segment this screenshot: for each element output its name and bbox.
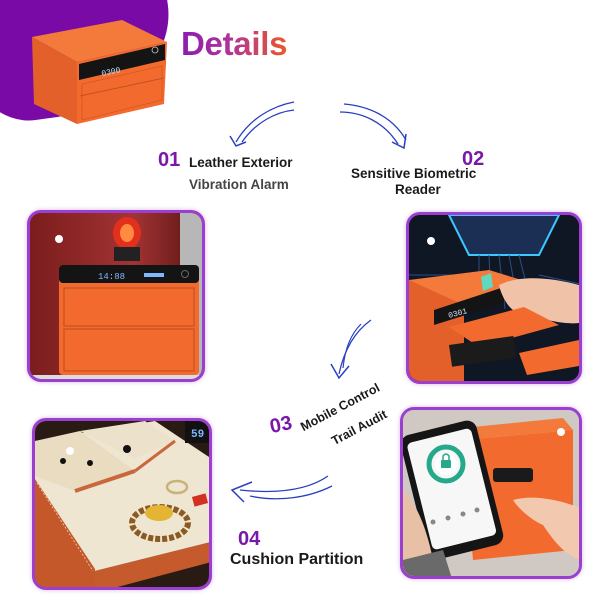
card-cushion-partition: 59 [32, 418, 212, 590]
hero-safe-image: 0300 [32, 20, 167, 124]
feature-number-03: 03 [267, 411, 295, 439]
card-mobile-control [400, 407, 582, 579]
alarm-safe-image: 14:88 [30, 217, 202, 379]
feature-number-04: 04 [238, 528, 261, 550]
card-vibration-alarm: 14:88 [27, 210, 205, 382]
feature-number-01: 01 [158, 149, 181, 171]
mobile-app-image [403, 410, 579, 576]
hero-display: 0300 [101, 66, 122, 79]
feature-label-biometric: Sensitive Biometric [351, 166, 477, 181]
feature-label-leather-exterior: Leather Exterior [189, 155, 293, 170]
feature-label-vibration-alarm: Vibration Alarm [189, 177, 289, 192]
curved-arrow-icon [230, 475, 333, 503]
feature-number-02: 02 [462, 148, 485, 170]
card-biometric-reader: 0301 [406, 212, 582, 384]
biometric-safe-image: 0301 [409, 215, 579, 381]
curved-arrow-icon [330, 319, 372, 380]
jewelry-display: 59 [191, 429, 204, 441]
alarm-display: 14:88 [98, 272, 125, 282]
feature-label-reader: Reader [395, 182, 441, 197]
page-title: Details [181, 25, 288, 62]
curved-arrow-icon [229, 101, 295, 147]
curved-arrow-icon [340, 103, 407, 150]
feature-label-cushion-partition: Cushion Partition [230, 551, 364, 568]
jewelry-drawer-image: 59 [35, 421, 209, 587]
